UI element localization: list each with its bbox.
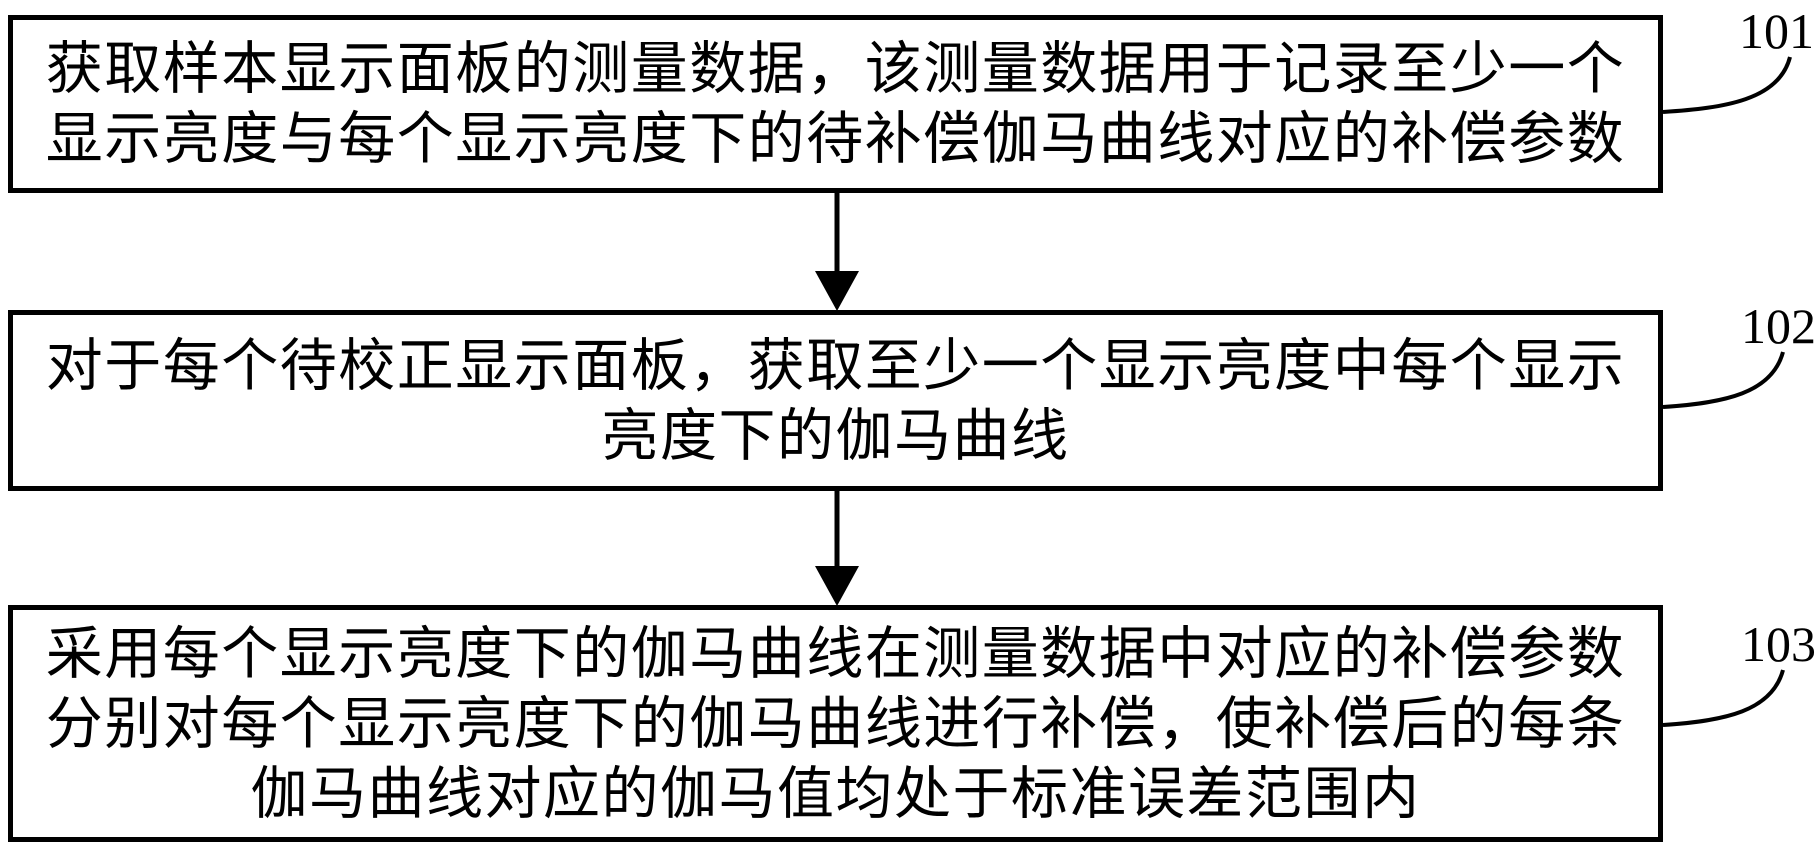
step-101-text-line-2: 显示亮度与每个显示亮度下的待补偿伽马曲线对应的补偿参数 <box>45 106 1626 172</box>
down-arrow-2-icon <box>815 491 859 606</box>
lead-line-102 <box>1662 351 1785 409</box>
step-102-text-line-1: 对于每个待校正显示面板，获取至少一个显示亮度中每个显示 <box>45 332 1626 399</box>
step-box-103: 采用每个显示亮度下的伽马曲线在测量数据中对应的补偿参数 分别对每个显示亮度下的伽… <box>8 605 1663 842</box>
ref-label-102: 102 <box>1741 298 1816 354</box>
step-103-text-line-2: 分别对每个显示亮度下的伽马曲线进行补偿，使补偿后的每条 <box>45 690 1626 757</box>
ref-label-103: 103 <box>1741 616 1816 672</box>
step-103-text-line-1: 采用每个显示亮度下的伽马曲线在测量数据中对应的补偿参数 <box>45 620 1626 687</box>
ref-label-101: 101 <box>1739 3 1814 59</box>
step-box-101: 获取样本显示面板的测量数据，该测量数据用于记录至少一个 显示亮度与每个显示亮度下… <box>8 15 1663 193</box>
step-box-102: 对于每个待校正显示面板，获取至少一个显示亮度中每个显示 亮度下的伽马曲线 <box>8 310 1663 491</box>
step-101-text-line-1: 获取样本显示面板的测量数据，该测量数据用于记录至少一个 <box>45 36 1626 102</box>
down-arrow-1-icon <box>815 193 859 311</box>
lead-line-101 <box>1662 56 1792 114</box>
step-103-text-line-3: 伽马曲线对应的伽马值均处于标准误差范围内 <box>250 760 1421 827</box>
lead-line-103 <box>1662 669 1785 727</box>
step-102-text-line-2: 亮度下的伽马曲线 <box>601 402 1070 469</box>
